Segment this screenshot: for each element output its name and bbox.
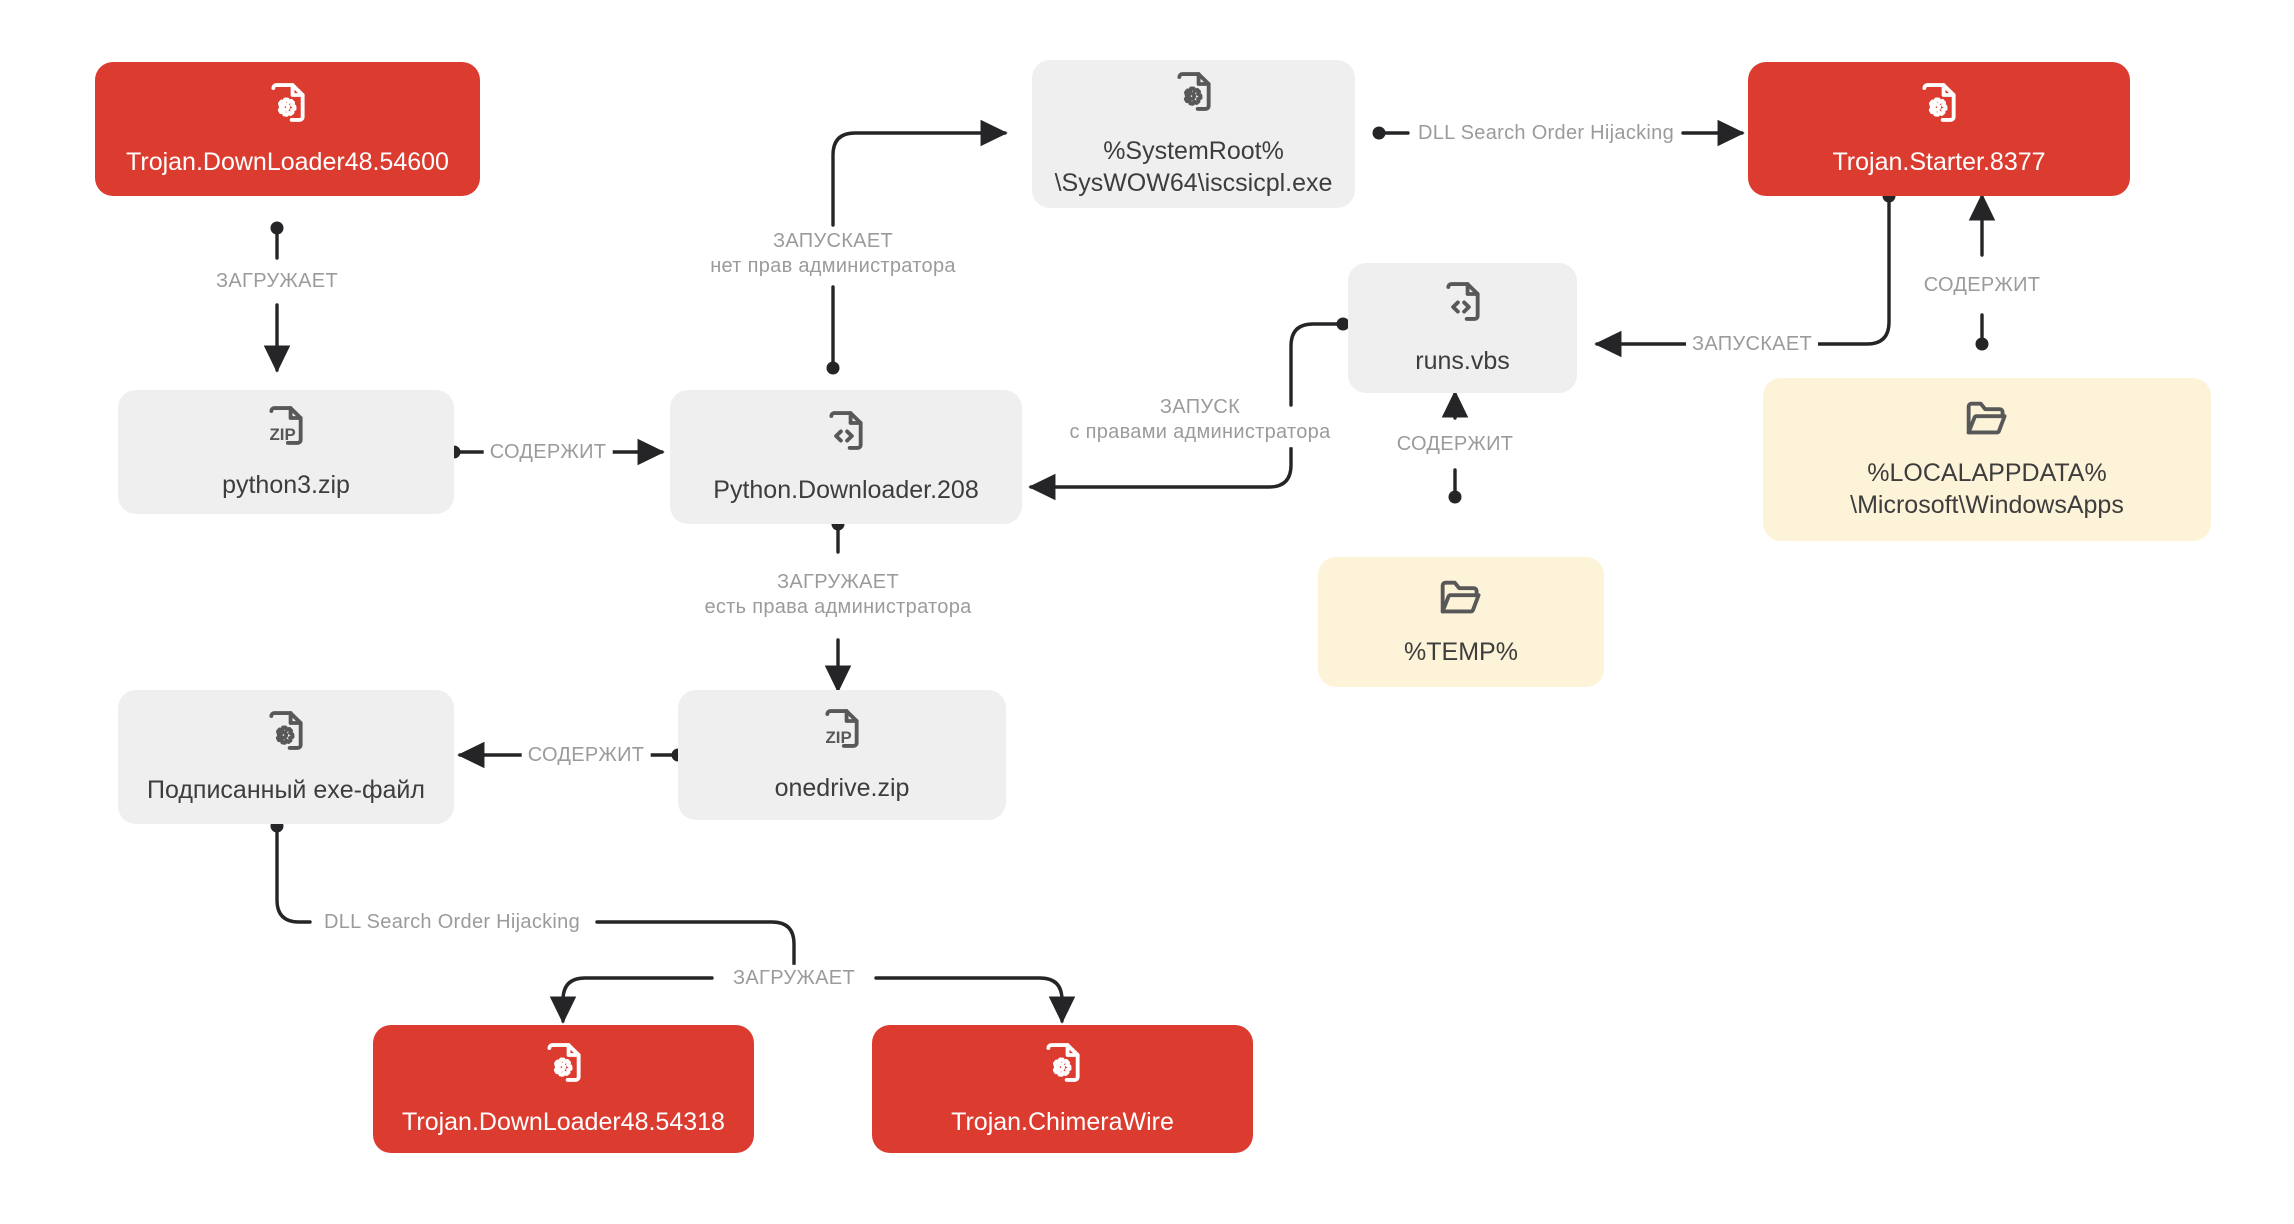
node-trojan-downloader48-54600[interactable]: Trojan.DownLoader48.54600 (95, 62, 480, 196)
edge-label-soderzhit-onedrive: СОДЕРЖИТ (521, 741, 651, 769)
folder-open-icon (1963, 398, 2011, 447)
node-trojan-chimerawire[interactable]: Trojan.ChimeraWire (872, 1025, 1253, 1153)
node-iscsicpl-exe[interactable]: %SystemRoot% \SysWOW64\iscsicpl.exe (1032, 60, 1355, 208)
node-label: %TEMP% (1404, 637, 1518, 666)
node-onedrive-zip[interactable]: ZIP onedrive.zip (678, 690, 1006, 820)
node-label: Trojan.Starter.8377 (1832, 147, 2046, 176)
edge-label-dll-hijack-top: DLL Search Order Hijacking (1411, 119, 1681, 147)
node-label-line2: \Microsoft\WindowsApps (1850, 491, 2124, 519)
node-label: runs.vbs (1415, 346, 1510, 375)
file-gear-icon (1917, 81, 1961, 136)
edge-label-zagruzhaet-1: ЗАГРУЖАЕТ (210, 267, 344, 295)
node-label: python3.zip (222, 470, 350, 499)
node-python-downloader-208[interactable]: Python.Downloader.208 (670, 390, 1022, 524)
edge-label-zagruzhaet-bottom: ЗАГРУЖАЕТ (727, 964, 861, 992)
edge-label-soderzhit-localappdata: СОДЕРЖИТ (1917, 271, 2047, 299)
node-runs-vbs[interactable]: runs.vbs (1348, 263, 1577, 393)
svg-text:ZIP: ZIP (270, 425, 296, 444)
edge-zagruzhaet-1 (263, 221, 291, 373)
edge-label-zagruzhaet-onedrive-line1: ЗАГРУЖАЕТ (771, 569, 905, 597)
node-label: Python.Downloader.208 (713, 475, 979, 504)
node-label: Trojan.DownLoader48.54600 (126, 147, 449, 176)
file-gear-icon (542, 1041, 586, 1096)
node-label: onedrive.zip (774, 773, 910, 802)
node-label: Trojan.DownLoader48.54318 (402, 1107, 725, 1136)
svg-text:ZIP: ZIP (826, 728, 852, 747)
node-trojan-starter-8377[interactable]: Trojan.Starter.8377 (1748, 62, 2130, 196)
edge-label-zapuskaet-runsvbs: ЗАПУСКАЕТ (1686, 330, 1818, 358)
node-temp-folder[interactable]: %TEMP% (1318, 557, 1604, 687)
node-label: Подписанный exe-файл (147, 775, 425, 804)
node-label-line2: \SysWOW64\iscsicpl.exe (1054, 168, 1333, 197)
node-trojan-downloader48-54318[interactable]: Trojan.DownLoader48.54318 (373, 1025, 754, 1153)
node-signed-exe-file[interactable]: Подписанный exe-файл (118, 690, 454, 824)
edge-label-soderzhit-python3zip: СОДЕРЖИТ (483, 438, 613, 466)
file-gear-icon (266, 81, 310, 136)
file-gear-icon (264, 709, 308, 764)
edge-label-soderzhit-temp: СОДЕРЖИТ (1390, 430, 1520, 458)
node-label: Trojan.ChimeraWire (951, 1107, 1174, 1136)
file-gear-icon (1172, 70, 1216, 125)
node-python3-zip[interactable]: ZIP python3.zip (118, 390, 454, 514)
node-label-line1: %SystemRoot% (1103, 136, 1284, 165)
node-localappdata-windowsapps[interactable]: %LOCALAPPDATA% \Microsoft\WindowsApps (1763, 378, 2211, 541)
file-code-icon (824, 409, 868, 464)
edge-dll-hijack-bottom (270, 819, 796, 978)
edge-label-zagruzhaet-onedrive-line2: есть права администратора (698, 594, 978, 622)
edge-label-dll-hijack-bottom: DLL Search Order Hijacking (317, 908, 587, 936)
file-code-icon (1441, 280, 1485, 335)
file-zip-icon: ZIP (264, 404, 308, 459)
folder-open-icon (1437, 577, 1485, 626)
edge-zapuskaet-runsvbs (1594, 189, 1896, 358)
file-gear-icon (1041, 1041, 1085, 1096)
edge-label-zapuskaet-line2: нет прав администратора (704, 253, 962, 281)
edge-label-zapusk-line2: с правами администратора (1063, 419, 1337, 447)
edge-label-zapusk-line1: ЗАПУСК (1153, 394, 1247, 422)
node-label-line1: %LOCALAPPDATA% (1867, 459, 2107, 487)
edge-label-zapuskaet-line1: ЗАПУСКАЕТ (767, 228, 899, 256)
file-zip-icon: ZIP (820, 707, 864, 762)
